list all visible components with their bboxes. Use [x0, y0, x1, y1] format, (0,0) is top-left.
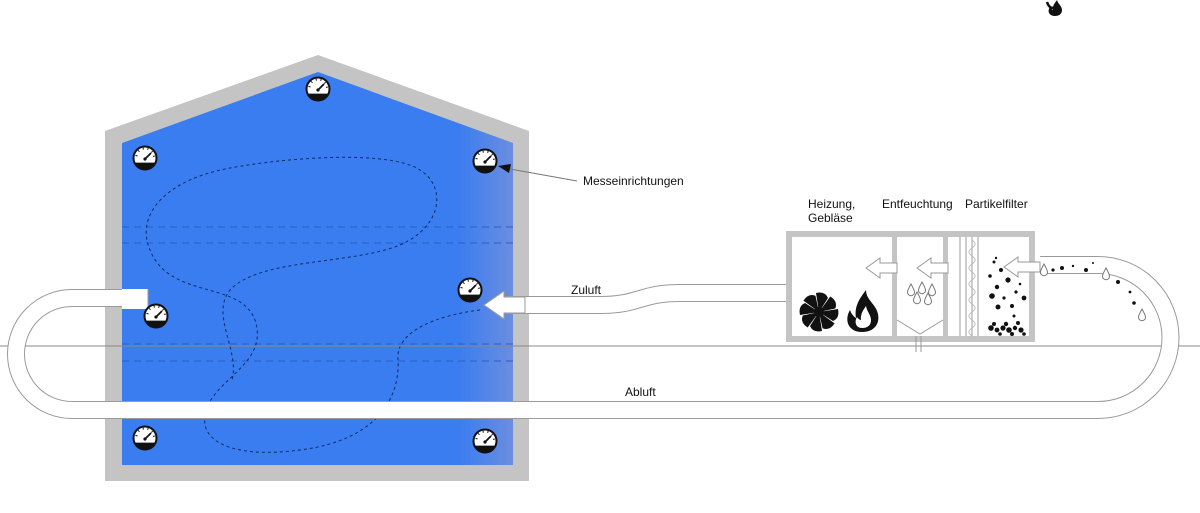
- particle-filter-label: Partikelfilter: [965, 197, 1028, 211]
- gauge-icon: [132, 425, 158, 451]
- fan-icon: [799, 292, 839, 332]
- gauge-icon: [132, 145, 158, 171]
- corner-logo-icon: [1045, 0, 1062, 16]
- gauge-icon: [472, 428, 498, 454]
- heating-label-line2: Gebläse: [808, 211, 853, 225]
- gauge-icon: [457, 277, 483, 303]
- supply-air-label: Zuluft: [571, 283, 602, 297]
- droplet-icon: [1138, 308, 1146, 322]
- air-handling-unit: [786, 231, 1041, 352]
- airflow-path: [145, 156, 481, 453]
- measuring-label: Messeinrichtungen: [583, 174, 684, 188]
- measuring-callout: Messeinrichtungen: [498, 164, 684, 188]
- flow-arrow: [916, 257, 949, 279]
- flow-arrow: [1003, 256, 1041, 278]
- particle-icons: [988, 256, 1027, 336]
- filter-slats: [959, 237, 979, 337]
- supply-arrowhead: [483, 290, 526, 320]
- heating-label-line1: Heizung,: [808, 197, 855, 211]
- exhaust-air-label: Abluft: [625, 385, 656, 399]
- exhaust-duct: [7, 256, 1180, 419]
- return-air-contaminants: [1040, 262, 1146, 322]
- building: [105, 55, 529, 481]
- flow-arrow: [865, 257, 898, 279]
- supply-duct: [483, 284, 790, 320]
- gauge-icon: [472, 148, 498, 174]
- gauge-icon: [143, 303, 169, 329]
- dehumidification-label: Entfeuchtung: [882, 197, 953, 211]
- gauge-icon: [305, 76, 331, 102]
- room-air-layers: [122, 226, 513, 362]
- flame-icon: [847, 290, 879, 332]
